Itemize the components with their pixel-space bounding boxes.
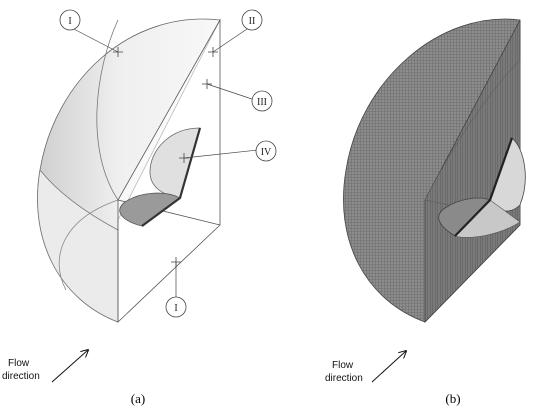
marker-IV: IV xyxy=(179,140,277,163)
marker-label-II: II xyxy=(249,16,256,27)
marker-I-bottom: I xyxy=(165,257,187,318)
caption-b: (b) xyxy=(445,391,460,406)
panel-a: I II III IV I Flow xyxy=(2,9,277,406)
marker-label-I-bottom: I xyxy=(174,303,177,314)
plate-edge-b xyxy=(454,137,514,237)
flow-label-line1-b: Flow xyxy=(332,360,354,371)
flow-direction-b: Flow direction xyxy=(325,351,406,384)
marker-III: III xyxy=(202,79,273,112)
plate-edge-a xyxy=(141,127,202,227)
flow-label-line2-b: direction xyxy=(325,373,363,384)
meridian-line-lower-a xyxy=(58,199,119,291)
plate-horizontal-b xyxy=(438,197,491,237)
flow-arrow-a xyxy=(51,350,88,383)
marker-label-I-top: I xyxy=(68,16,71,27)
plate-underside-b xyxy=(454,199,521,238)
marker-II: II xyxy=(208,9,263,57)
panel-b: Flow direction (b) xyxy=(325,18,526,406)
flow-arrow-b xyxy=(371,351,406,383)
marker-label-III: III xyxy=(257,97,267,108)
domain-bottom-a xyxy=(37,169,119,323)
caption-a: (a) xyxy=(131,391,145,406)
flow-label-line2-a: direction xyxy=(2,371,40,382)
plate-horizontal-a xyxy=(119,192,181,227)
meridian-line-a xyxy=(96,19,119,201)
flow-label-line1-a: Flow xyxy=(8,358,30,369)
flow-direction-a: Flow direction xyxy=(2,350,88,383)
marker-label-IV: IV xyxy=(261,147,272,158)
marker-I-top: I xyxy=(59,9,123,57)
